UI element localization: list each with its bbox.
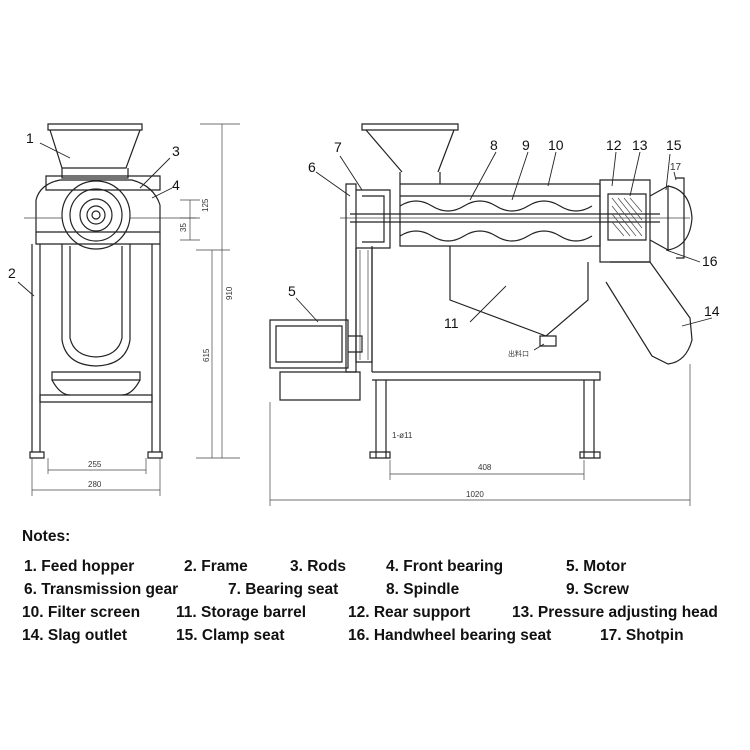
- dim-910: 910: [225, 286, 234, 300]
- label-2: 2: [8, 265, 16, 281]
- note-handwheel-bearing-seat: 16. Handwheel bearing seat: [348, 627, 552, 644]
- label-9: 9: [522, 137, 530, 153]
- note-pressure-adjusting-head: 13. Pressure adjusting head: [512, 604, 718, 621]
- note-slag-outlet: 14. Slag outlet: [22, 627, 128, 644]
- dim-1020: 1020: [466, 490, 484, 499]
- note-feed-hopper: 1. Feed hopper: [24, 558, 135, 575]
- machine-drawing: 1 2 3 4 5 6 7 8 9 10 11 12 13 14 15 16 1…: [8, 123, 720, 506]
- label-12: 12: [606, 137, 622, 153]
- label-11: 11: [444, 315, 459, 331]
- label-17: 17: [670, 162, 682, 173]
- note-filter-screen: 10. Filter screen: [22, 604, 141, 621]
- dim-408: 408: [478, 463, 492, 472]
- dim-125: 125: [201, 198, 210, 212]
- discharge-port-text: 出料口: [508, 349, 529, 358]
- dimension-labels: 125 35 910 615 255 280 408 1020 1-ø11 出料…: [88, 198, 529, 499]
- note-clamp-seat: 15. Clamp seat: [176, 627, 285, 644]
- note-motor: 5. Motor: [566, 558, 627, 575]
- side-view: [269, 123, 713, 506]
- dim-615: 615: [202, 348, 211, 362]
- label-16: 16: [702, 253, 718, 269]
- label-7: 7: [334, 139, 342, 155]
- note-screw: 9. Screw: [566, 581, 629, 598]
- dim-255: 255: [88, 460, 102, 469]
- label-5: 5: [288, 283, 296, 299]
- note-rods: 3. Rods: [290, 558, 346, 575]
- label-6: 6: [308, 159, 316, 175]
- part-labels: 1 2 3 4 5 6 7 8 9 10 11 12 13 14 15 16 1…: [8, 130, 720, 331]
- note-shotpin: 17. Shotpin: [600, 627, 684, 644]
- dim-hole: 1-ø11: [392, 431, 413, 440]
- label-13: 13: [632, 137, 648, 153]
- label-4: 4: [172, 177, 180, 193]
- note-front-bearing: 4. Front bearing: [386, 558, 504, 575]
- label-14: 14: [704, 303, 720, 319]
- label-10: 10: [548, 137, 564, 153]
- front-view: [17, 123, 240, 496]
- label-8: 8: [490, 137, 498, 153]
- notes-title: Notes:: [22, 528, 71, 545]
- dim-280: 280: [88, 480, 102, 489]
- label-3: 3: [172, 143, 180, 159]
- note-spindle: 8. Spindle: [386, 581, 460, 598]
- note-storage-barrel: 11. Storage barrel: [176, 604, 307, 621]
- note-frame: 2. Frame: [184, 558, 248, 575]
- note-transmission-gear: 6. Transmission gear: [24, 581, 179, 598]
- note-rear-support: 12. Rear support: [348, 604, 471, 621]
- note-bearing-seat: 7. Bearing seat: [228, 581, 339, 598]
- label-15: 15: [666, 137, 682, 153]
- dim-35: 35: [179, 223, 188, 232]
- label-1: 1: [26, 130, 34, 146]
